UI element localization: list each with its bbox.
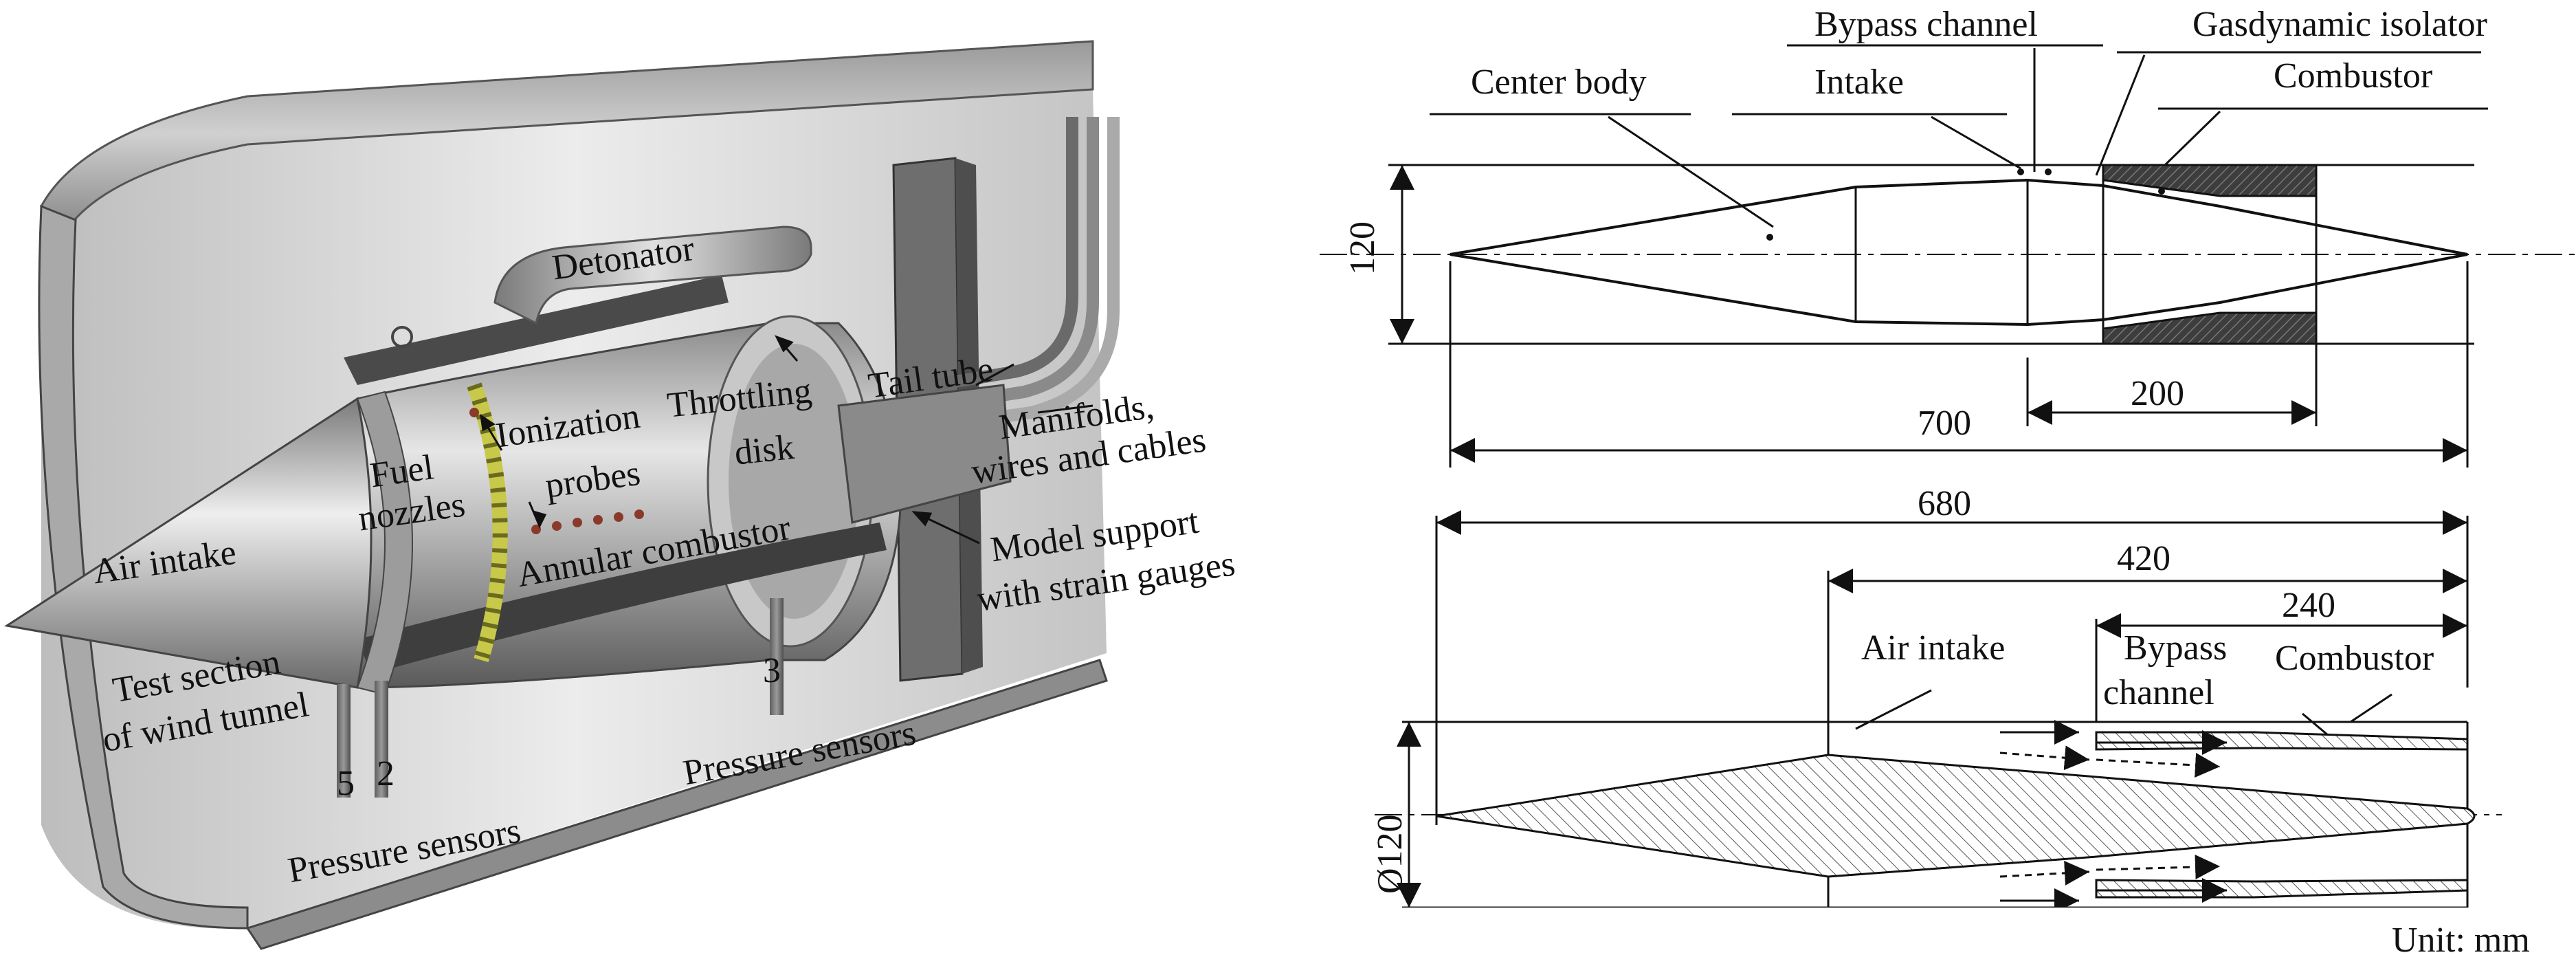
ionization-probe-6 — [634, 509, 644, 519]
dim-text-200: 200 — [2131, 374, 2184, 413]
label-sensor-2: 2 — [377, 754, 395, 793]
arrow-probes — [533, 510, 547, 529]
bottom-combustor-shell-bottom — [2095, 879, 2469, 899]
dim-text-120: 120 — [1343, 221, 1382, 275]
leader-combustor — [2164, 110, 2221, 166]
dot-intake — [2017, 168, 2024, 175]
suspension-hook — [391, 326, 413, 348]
dim-text-680: 680 — [1918, 484, 1971, 523]
upper-strut — [344, 275, 729, 385]
label-combustor-bottom: Combustor — [2275, 639, 2434, 678]
arrow-model-support — [911, 511, 933, 527]
leader-air-intake-bottom — [1855, 689, 1932, 730]
dot-isolator — [2158, 188, 2165, 195]
label-throttling-line2: disk — [732, 427, 797, 473]
label-bypass-bottom-line1: Bypass — [2124, 628, 2228, 668]
dim-text-420: 420 — [2117, 539, 2170, 578]
leader-center-body — [1608, 116, 1774, 228]
ionization-probe-4 — [593, 515, 603, 525]
ionization-probe-top — [469, 408, 479, 417]
ionization-probe-3 — [573, 518, 582, 527]
flow-arrow-bottom-2 — [1999, 860, 2090, 886]
manifold-pipe-1 — [933, 117, 1078, 391]
leader-tail-tube — [975, 363, 1014, 386]
label-sensor-5: 5 — [337, 764, 355, 803]
leader-combustor-bottom — [2350, 693, 2392, 723]
label-combustor-top: Combustor — [2274, 56, 2433, 96]
flow-arrow-bottom-3 — [2096, 855, 2221, 879]
arrow-throttling — [774, 335, 794, 353]
schematic-bottom — [1375, 510, 2502, 908]
model-cutaway-illustration — [3, 40, 1120, 950]
label-gasdynamic-isolator: Gasdynamic isolator — [2192, 5, 2487, 44]
dot-center-body — [1766, 234, 1773, 241]
label-intake-top: Intake — [1814, 63, 1904, 102]
leader-isolator — [2095, 54, 2146, 176]
tunnel-shell-bottom — [245, 659, 1108, 950]
label-center-body: Center body — [1471, 63, 1647, 102]
tail-tube — [837, 384, 1012, 524]
dim-text-diameter: Ø120 — [1370, 814, 1410, 894]
label-sensor-3: 3 — [763, 651, 781, 690]
ionization-probe-5 — [614, 512, 623, 522]
manifold-pipe-2 — [933, 117, 1099, 412]
pressure-sensor-post-2 — [375, 681, 388, 798]
schematic-top — [1320, 44, 2576, 468]
leader-manifolds — [1037, 404, 1093, 414]
dim-text-700: 700 — [1918, 404, 1971, 443]
pressure-sensor-post-3 — [770, 598, 784, 715]
label-air-intake-bottom: Air intake — [1861, 628, 2006, 668]
bottom-center-body — [1436, 754, 2476, 878]
ionization-probe-1 — [531, 525, 541, 534]
combustor-block-bottom — [2102, 311, 2318, 345]
combustor-block-top — [2102, 164, 2318, 197]
air-intake-cone — [3, 397, 373, 689]
detonator-tube — [493, 226, 812, 325]
label-bypass-channel-top: Bypass channel — [1814, 5, 2038, 44]
label-bypass-bottom-line2: channel — [2103, 673, 2214, 712]
top-body-outline — [1450, 178, 2468, 327]
manifold-pipe-3 — [933, 117, 1120, 432]
unit-note: Unit: mm — [2392, 921, 2530, 960]
tunnel-shell-top — [40, 40, 1094, 229]
dim-text-240: 240 — [2282, 586, 2335, 625]
flow-arrow-top-3 — [2096, 753, 2221, 778]
pressure-sensor-post-5 — [337, 684, 351, 798]
bottom-combustor-shell-top — [2095, 731, 2469, 751]
ionization-probe-2 — [552, 521, 562, 531]
flow-arrow-top-2 — [1999, 745, 2090, 771]
dot-bypass — [2045, 168, 2052, 175]
arrow-ionization — [480, 413, 496, 432]
leader-intake — [1931, 116, 2021, 170]
